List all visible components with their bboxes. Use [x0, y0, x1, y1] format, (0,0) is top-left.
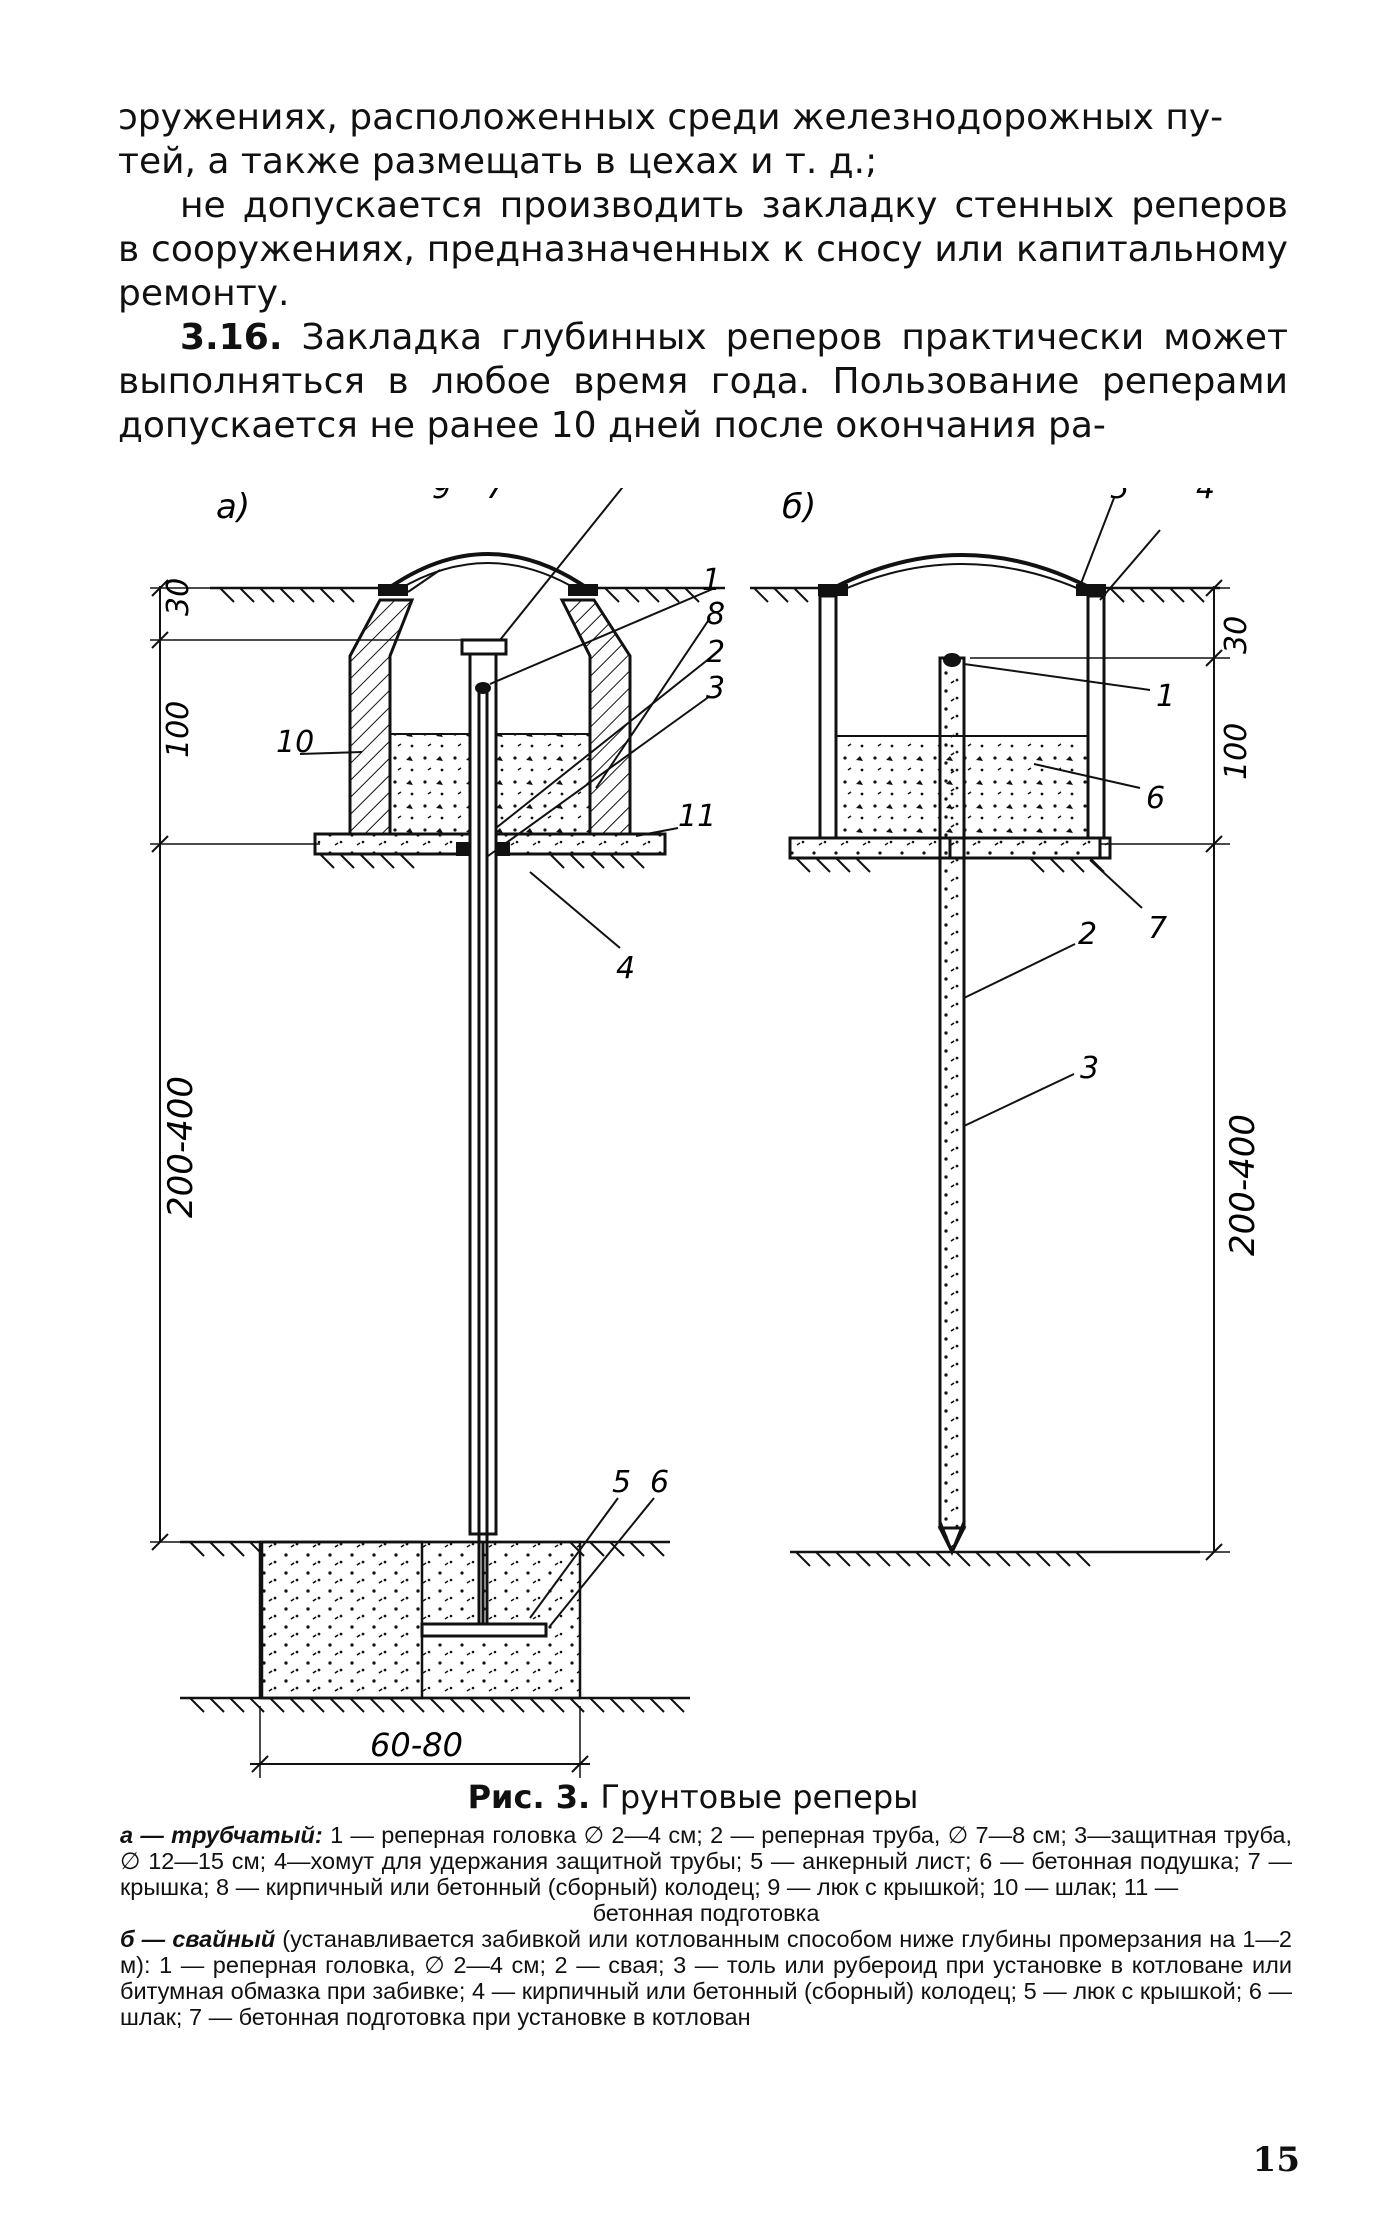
panel-a-drawing: [150, 477, 725, 1788]
dim-a-200-400: 200-400: [161, 1076, 201, 1218]
paragraph-1: ɔружениях, расположенных среди железнодо…: [118, 96, 1288, 184]
section-number: 3.16.: [180, 317, 283, 358]
callout-a-8: 8: [706, 597, 725, 632]
figure-3-drawing: а) б): [150, 471, 1270, 1788]
callout-b-7: 7: [1148, 911, 1167, 946]
callout-a-11: 11: [678, 799, 716, 834]
caption-a-lead: а — трубчатый:: [120, 1822, 323, 1848]
callout-a-10: 10: [276, 725, 314, 760]
caption-part-b: б — свайный (устанавливается забивкой ил…: [120, 1926, 1292, 2030]
panel-label-b: б): [782, 488, 816, 527]
callout-b-3: 3: [1080, 1051, 1099, 1086]
callout-b-2: 2: [1078, 917, 1097, 952]
dim-b-100: 100: [1219, 723, 1254, 780]
callout-a-6: 6: [650, 1465, 669, 1500]
figure-title: Грунтовые реперы: [600, 1778, 919, 1816]
callout-b-6: 6: [1146, 781, 1165, 816]
callout-b-1: 1: [1156, 679, 1175, 714]
callout-a-4: 4: [616, 951, 635, 986]
figure-caption-title: Рис. 3. Грунтовые реперы: [0, 1778, 1386, 1816]
callout-a-1: 1: [702, 563, 721, 598]
page-number: 15: [1252, 2140, 1300, 2180]
caption-b-lead: б — свайный: [120, 1926, 276, 1952]
callout-a-2: 2: [706, 635, 725, 670]
dim-a-30: 30: [161, 578, 196, 616]
callout-b-5: 5: [1110, 488, 1129, 506]
caption-part-a: а — трубчатый: 1 — реперная головка ∅ 2—…: [120, 1822, 1292, 1900]
dim-b-30: 30: [1219, 616, 1254, 654]
callout-a-9: 9: [432, 488, 451, 506]
paragraph-2: не допускается производить закладку стен…: [118, 185, 1288, 314]
body-text-block: ɔружениях, расположенных среди железнодо…: [118, 96, 1288, 448]
dim-b-200-400: 200-400: [1223, 1114, 1263, 1256]
dim-a-100: 100: [161, 701, 196, 758]
callout-a-3: 3: [706, 671, 725, 706]
figure-caption-text: а — трубчатый: 1 — реперная головка ∅ 2—…: [120, 1822, 1292, 2030]
panel-label-a: а): [216, 488, 250, 527]
caption-a-text: 1 — реперная головка ∅ 2—4 см; 2 — репер…: [120, 1822, 1293, 1900]
paragraph-3-text: Закладка глубинных реперов практически м…: [118, 317, 1288, 446]
callout-a-7: 7: [486, 488, 505, 506]
text-line: тей, а также размещать в цехах и т. д.;: [118, 141, 878, 182]
caption-b-text: (устанавливается забивкой или котлованны…: [120, 1926, 1292, 2030]
dim-a-60-80: 60-80: [370, 1726, 463, 1764]
panel-b-drawing: [750, 497, 1230, 1567]
paragraph-3: 3.16. Закладка глубинных реперов практич…: [118, 316, 1288, 448]
callout-a-5: 5: [612, 1465, 631, 1500]
callout-b-4: 4: [1196, 488, 1215, 506]
caption-a-last: бетонная подготовка: [592, 1900, 820, 1926]
text-line: ɔружениях, расположенных среди железнодо…: [118, 97, 1224, 138]
figure-number: Рис. 3.: [467, 1778, 591, 1816]
